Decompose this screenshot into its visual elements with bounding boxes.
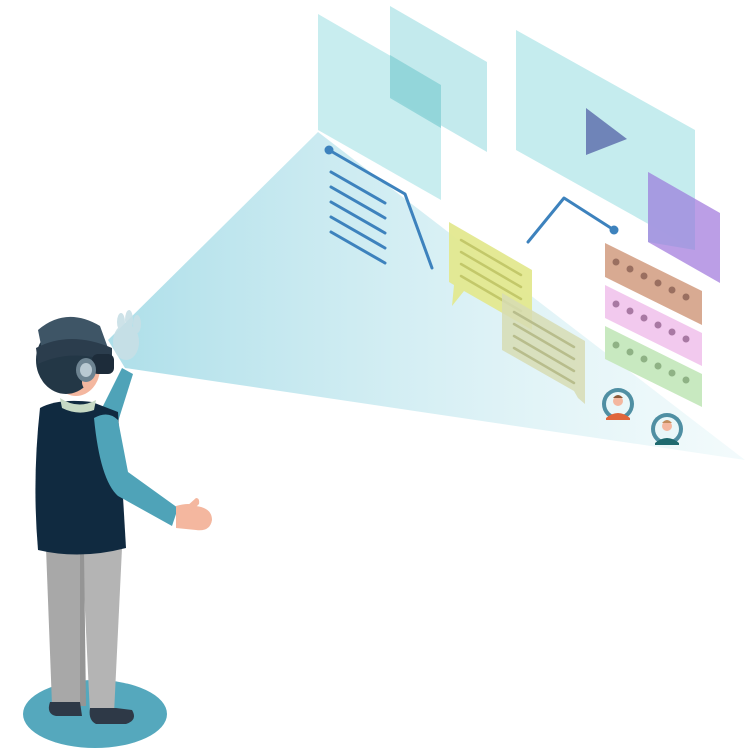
list-card[interactable] — [605, 326, 702, 407]
graph-node — [609, 225, 619, 235]
list-card[interactable] — [605, 285, 702, 366]
ar-headset — [36, 316, 114, 382]
graph-node — [324, 145, 334, 155]
person — [35, 310, 212, 724]
document-lines — [329, 170, 387, 265]
user-avatar-icon[interactable] — [602, 388, 634, 420]
play-icon[interactable] — [586, 108, 627, 155]
floating-panels-left — [318, 6, 487, 200]
raised-hand — [113, 310, 141, 360]
user-avatar-icon[interactable] — [651, 413, 683, 445]
line-graph-icon — [327, 148, 616, 270]
front-hand — [176, 504, 212, 531]
projection-beam — [108, 132, 745, 460]
list-card[interactable] — [605, 243, 702, 325]
purple-panel — [648, 172, 720, 283]
chat-bubble-icon — [502, 293, 585, 404]
